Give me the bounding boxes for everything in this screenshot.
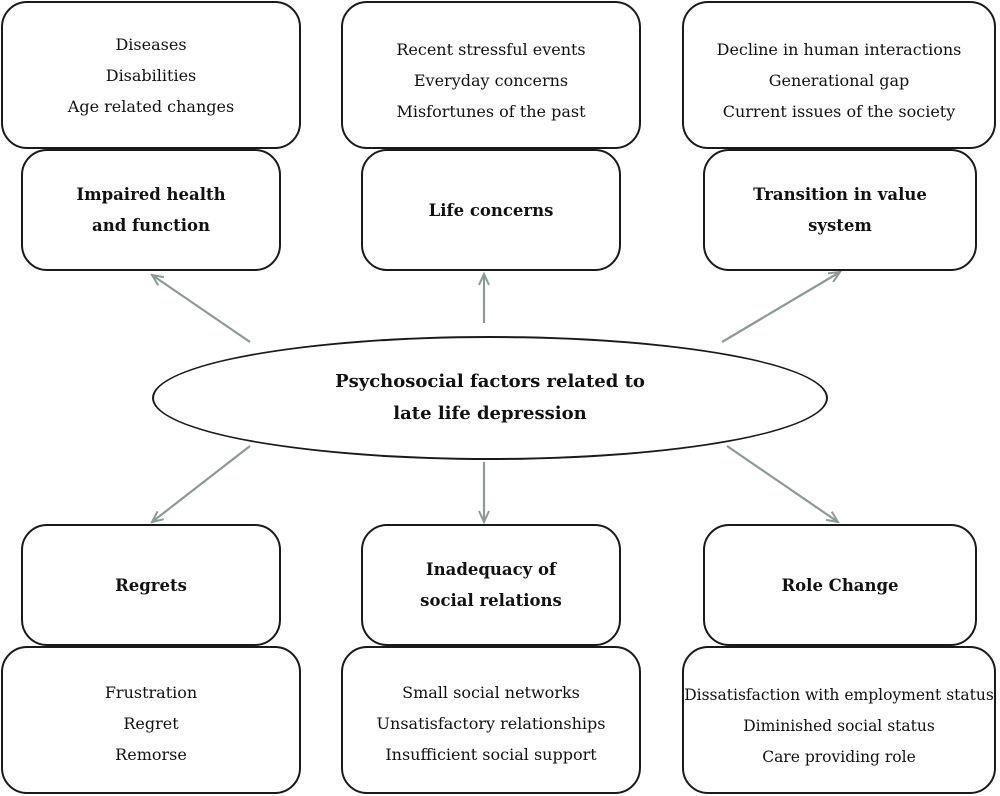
detail-item: Everyday concerns: [413, 71, 569, 90]
category-box-impaired-health: Impaired health and function: [21, 149, 281, 271]
category-label: Impaired health: [76, 185, 226, 204]
detail-item: Small social networks: [402, 683, 580, 702]
detail-item: Frustration: [104, 683, 198, 702]
category-label: Transition in value: [753, 185, 927, 204]
category-label: and function: [92, 216, 210, 235]
arrow-to-value-system: [721, 272, 840, 343]
category-label: Regrets: [115, 575, 187, 595]
category-box-role-change: Role Change: [703, 524, 977, 646]
category-label: Life concerns: [428, 200, 554, 220]
detail-box-value-system: Decline in human interactions Generation…: [682, 1, 996, 149]
detail-item: Decline in human interactions: [716, 40, 962, 59]
detail-item: Recent stressful events: [396, 40, 586, 59]
category-box-value-system: Transition in value system: [703, 149, 977, 271]
category-label: Role Change: [781, 575, 899, 595]
detail-item: Diseases: [115, 35, 187, 54]
category-label: social relations: [420, 591, 562, 610]
detail-item: Unsatisfactory relationships: [376, 714, 606, 733]
central-topic-text: Psychosocial factors related to: [335, 371, 645, 392]
detail-box-life-concerns: Recent stressful events Everyday concern…: [341, 1, 641, 149]
detail-item: Remorse: [115, 745, 187, 764]
central-topic-text: late life depression: [393, 403, 587, 424]
detail-box-regrets: Frustration Regret Remorse: [1, 646, 301, 794]
arrow-to-impaired-health: [152, 275, 251, 343]
detail-item: Misfortunes of the past: [396, 102, 586, 121]
detail-item: Disabilities: [105, 66, 197, 85]
category-label: Inadequacy of: [425, 560, 557, 579]
arrow-to-regrets: [152, 445, 251, 522]
category-label: system: [808, 216, 872, 235]
detail-item: Care providing role: [762, 748, 916, 766]
detail-item: Insufficient social support: [385, 745, 597, 764]
detail-item: Current issues of the society: [722, 102, 956, 121]
detail-box-social-relations: Small social networks Unsatisfactory rel…: [341, 646, 641, 794]
detail-item: Generational gap: [768, 71, 910, 90]
detail-item: Dissatisfaction with employment status: [684, 686, 994, 704]
detail-box-health: Diseases Disabilities Age related change…: [1, 1, 301, 149]
detail-item: Regret: [123, 714, 179, 733]
central-topic-ellipse: Psychosocial factors related to late lif…: [152, 336, 828, 460]
detail-box-role-change: Dissatisfaction with employment status D…: [682, 646, 996, 794]
category-box-life-concerns: Life concerns: [361, 149, 621, 271]
category-box-social-relations: Inadequacy of social relations: [361, 524, 621, 646]
detail-item: Age related changes: [67, 97, 235, 116]
detail-item: Diminished social status: [743, 717, 935, 735]
arrow-to-role-change: [726, 445, 838, 522]
category-box-regrets: Regrets: [21, 524, 281, 646]
